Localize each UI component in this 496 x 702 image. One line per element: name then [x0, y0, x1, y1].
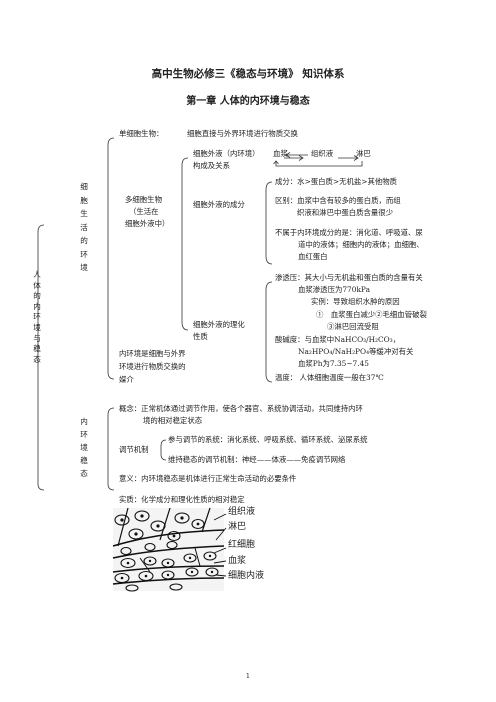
ecf-tissue-fluid: 组织液 [311, 149, 334, 158]
physchem-bracket [265, 281, 273, 383]
physchem-line-7: Na₂HPO₄/NaH₂PO₄等缓冲对有关 [298, 347, 414, 356]
physchem-line-4: ① 血浆蛋白减少②毛细血管破裂 [316, 310, 427, 319]
mechanism-line-1: 参与调节的系统：消化系统、呼吸系统、循环系统、泌尿系统 [168, 435, 368, 444]
composition-line-2: 区别：血浆中含有较多的蛋白质，而组 [275, 196, 401, 205]
medium-line-1: 内环境是细胞与外界 [119, 349, 186, 358]
composition-line-4: 不属于内环境成分的是：消化道、呼吸道、尿 [275, 228, 423, 237]
composition-label: 细胞外液的成分 [193, 200, 245, 209]
multi-cell-line-2: （生活在 [129, 207, 159, 216]
env-label: 细胞生活的环境 [80, 182, 88, 272]
composition-line-6: 血红蛋白 [298, 252, 328, 261]
ecf-lymph: 淋巴 [356, 149, 371, 158]
tissue-illustration [112, 507, 227, 592]
multi-cell-line-1: 多细胞生物 [125, 195, 162, 204]
page-number: 1 [245, 672, 251, 680]
figure-label-icf: 细胞内液 [228, 571, 265, 581]
composition-line-5: 道中的液体；细胞内的液体；血细胞、 [298, 240, 424, 249]
physchem-line-9: 温度： 人体细胞温度一般在37℃ [275, 373, 384, 382]
figure-label-red-cell: 红细胞 [228, 540, 256, 550]
composition-line-1: 成分：水>蛋白质>无机盐>其他物质 [275, 177, 398, 186]
ecf-plasma: 血浆 [273, 149, 288, 158]
physchem-line-6: 酸碱度：与血浆中NaHCO₃/H₂CO₃， [275, 335, 401, 344]
composition-bracket [265, 181, 273, 265]
env-bracket [107, 137, 115, 380]
figure-label-lymph: 淋巴 [228, 522, 247, 532]
mechanism-line-2: 维持稳态的调节机制：神经——体液——免疫调节网络 [168, 455, 346, 464]
physchem-label-1: 细胞外液的理化 [193, 320, 245, 329]
physchem-line-8: 血浆Ph为7.35~7.45 [298, 359, 370, 368]
composition-line-3: 织液和淋巴中蛋白质含量很少 [297, 208, 394, 217]
ecf-label-2: 构成及关系 [193, 161, 230, 170]
physchem-line-3: 实例：导致组织水肿的原因 [311, 297, 400, 306]
physchem-line-2: 血浆渗透压为770kPa [298, 285, 370, 294]
concept-line-2: 境的相对稳定状态 [143, 416, 203, 425]
concept-line-1: 概念：正常机体通过调节作用，使各个器官、系统协调活动，共同维持内环 [119, 404, 363, 413]
chapter-title: 第一章 人体的内环境与稳态 [186, 96, 310, 107]
homeo-bracket [107, 407, 115, 491]
root-bracket [37, 224, 45, 491]
ecf-label-1: 细胞外液（内环境） [193, 149, 260, 158]
meaning: 意义：内环境稳态是机体进行正常生命活动的必要条件 [119, 474, 297, 483]
figure-label-tissue-fluid: 组织液 [228, 507, 256, 517]
single-cell-label: 单细胞生物： [119, 129, 164, 138]
multi-bracket [181, 157, 189, 331]
physchem-line-5: ③淋巴回流受阻 [327, 322, 379, 331]
physchem-line-1: 渗透压：其大小与无机盐和蛋白质的含量有关 [275, 273, 423, 282]
medium-line-2: 环境进行物质交换的 [119, 362, 186, 371]
physchem-label-2: 性质 [193, 332, 208, 341]
mechanism-label: 调节机制 [119, 445, 149, 454]
page-title: 高中生物必修三《稳态与环境》 知识体系 [151, 68, 345, 80]
medium-line-3: 媒介 [119, 375, 134, 384]
essence: 实质：化学成分和理化性质的相对稳定 [119, 495, 245, 504]
single-cell-desc: 细胞直接与外界环境进行物质交换 [187, 129, 298, 138]
mechanism-bracket [160, 439, 167, 461]
root-label: 人体的内环境与稳态 [33, 270, 41, 364]
multi-cell-line-3: 细胞外液中） [125, 219, 170, 228]
figure-label-plasma: 血浆 [228, 556, 247, 566]
homeo-label: 内环境稳态 [80, 417, 88, 478]
